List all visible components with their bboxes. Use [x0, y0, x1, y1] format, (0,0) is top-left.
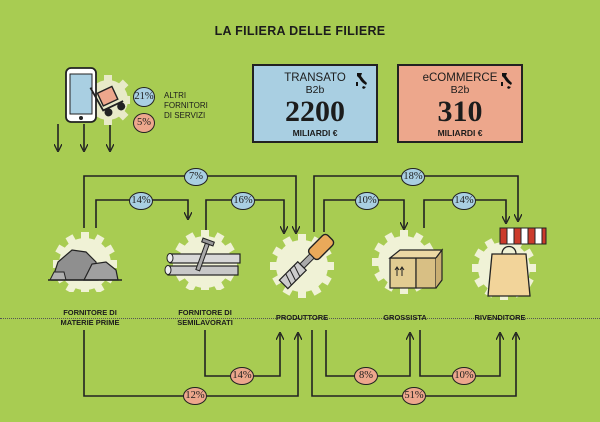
- flow-percent-10-whole: 10%: [355, 192, 379, 210]
- transato-box: TRANSATO B2b 2200 MILIARDI €: [252, 64, 378, 143]
- flow-percent-8: 8%: [354, 367, 378, 385]
- flow-percent-10-retail: 10%: [452, 367, 476, 385]
- ecommerce-value: 310: [437, 95, 483, 128]
- flow-12: [83, 330, 298, 397]
- label-divider: [0, 318, 600, 319]
- services-percent-bottom: 5%: [133, 113, 155, 133]
- ecommerce-box: eCOMMERCE B2b 310 MILIARDI €: [397, 64, 523, 143]
- flow-percent-14-raw: 14%: [129, 192, 153, 210]
- page-title: LA FILIERA DELLE FILIERE: [214, 24, 386, 38]
- node-label-raw-materials: FORNITORE DI MATERIE PRIME: [60, 308, 120, 327]
- wholesaler-boxes-icon: [372, 230, 444, 294]
- flow-percent-18: 18%: [401, 168, 425, 186]
- flow-percent-12: 12%: [183, 387, 207, 405]
- semi-finished-pipes-icon: [164, 230, 241, 290]
- flow-percent-7: 7%: [184, 168, 208, 186]
- flow-percent-16: 16%: [231, 192, 255, 210]
- screwdriver-producer-icon: [270, 233, 335, 298]
- ecommerce-sub: B2b: [450, 84, 470, 96]
- transato-header: TRANSATO: [284, 72, 346, 84]
- retailer-shop-icon: [472, 227, 547, 300]
- node-label-semi-finished: FORNITORE DI SEMILAVORATI: [177, 308, 233, 327]
- italy-map-icon: [356, 73, 367, 89]
- raw-materials-icon: [48, 232, 122, 292]
- ecommerce-header: eCOMMERCE: [422, 72, 498, 84]
- flow-percent-51: 51%: [402, 387, 426, 405]
- node-label-producer: PRODUTTORE: [275, 313, 329, 322]
- flow-percent-14-semi: 14%: [230, 367, 254, 385]
- node-label-wholesaler: GROSSISTA: [383, 313, 427, 322]
- transato-value: 2200: [285, 95, 345, 128]
- flow-percent-14-retail: 14%: [452, 192, 476, 210]
- italy-map-icon: [501, 73, 512, 89]
- transato-unit: MILIARDI €: [292, 128, 338, 138]
- node-label-retailer: RIVENDITORE: [474, 313, 526, 322]
- transato-sub: B2b: [305, 84, 325, 96]
- services-percent-top: 21%: [133, 87, 155, 107]
- ecommerce-unit: MILIARDI €: [437, 128, 483, 138]
- services-label: ALTRI FORNITORI DI SERVIZI: [164, 91, 208, 120]
- phone-delivery-icon: [50, 64, 133, 135]
